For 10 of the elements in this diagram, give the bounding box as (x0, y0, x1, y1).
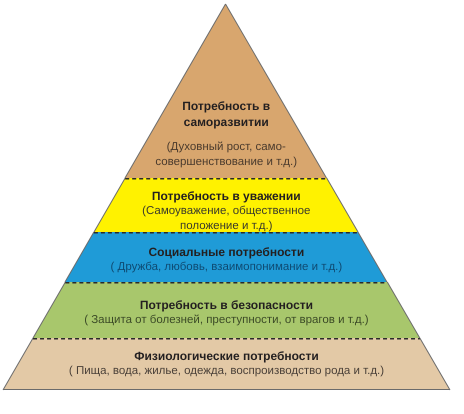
tier-description: (Самоуважение, общественное положение и т.д.) (141, 204, 312, 234)
tier-title: Социальные потребности (148, 244, 304, 260)
tier-description: ( Дружба, любовь, взаимопонимание и т.д.) (110, 260, 342, 275)
tier-title: Физиологические потребности (134, 348, 319, 364)
tier-description: (Духовный рост, само- совершенствование и т.д.) (154, 140, 298, 170)
tier-title: Потребность в саморазвитии (181, 98, 272, 130)
tier-description: ( Пища, вода, жилье, одежда, воспроизводство рода и т.д.) (68, 364, 384, 379)
tier-title: Потребность в уважении (152, 188, 301, 204)
tier-title: Потребность в безопасности (140, 297, 314, 313)
tier-description: ( Защита от болезней, преступности, от врагов и т.д.) (84, 313, 369, 328)
